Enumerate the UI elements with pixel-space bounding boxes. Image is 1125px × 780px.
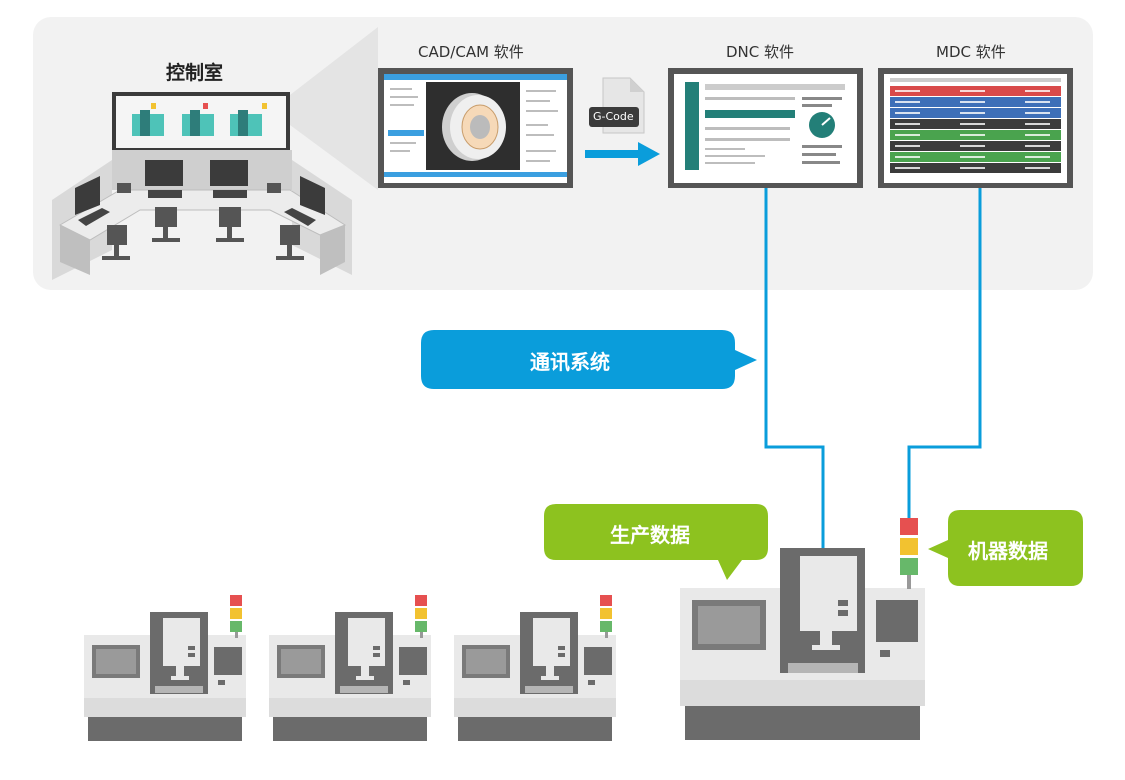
communication-lines (764, 188, 982, 548)
gcode-label: G-Code (593, 110, 634, 123)
control-room-wall-display (112, 92, 290, 152)
large-cnc-machine (680, 518, 925, 740)
production-data-label: 生产数据 (610, 523, 690, 547)
transfer-arrow-icon (585, 142, 660, 166)
gcode-file-icon (589, 77, 645, 134)
wall-mini-machine (132, 103, 164, 136)
control-room-desks (52, 150, 352, 280)
small-cnc-machine (84, 595, 246, 741)
mdc-label: MDC 软件 (936, 43, 1006, 61)
dnc-label: DNC 软件 (726, 43, 795, 61)
machine-data-bubble (928, 510, 1083, 586)
communication-label: 通讯系统 (530, 350, 610, 374)
dnc-monitor (668, 68, 863, 188)
zoom-beam (290, 27, 378, 190)
machine-data-label: 机器数据 (968, 539, 1048, 563)
communication-bubble (421, 330, 757, 389)
wall-mini-machine (182, 103, 214, 136)
cadcam-monitor (378, 68, 573, 188)
small-cnc-machine (454, 595, 616, 741)
wall-mini-machine (230, 103, 267, 136)
control-room-title: 控制室 (166, 62, 224, 84)
mdc-monitor (878, 68, 1073, 188)
small-cnc-machine (269, 595, 431, 741)
production-data-bubble (544, 504, 768, 580)
cadcam-label: CAD/CAM 软件 (418, 43, 524, 61)
